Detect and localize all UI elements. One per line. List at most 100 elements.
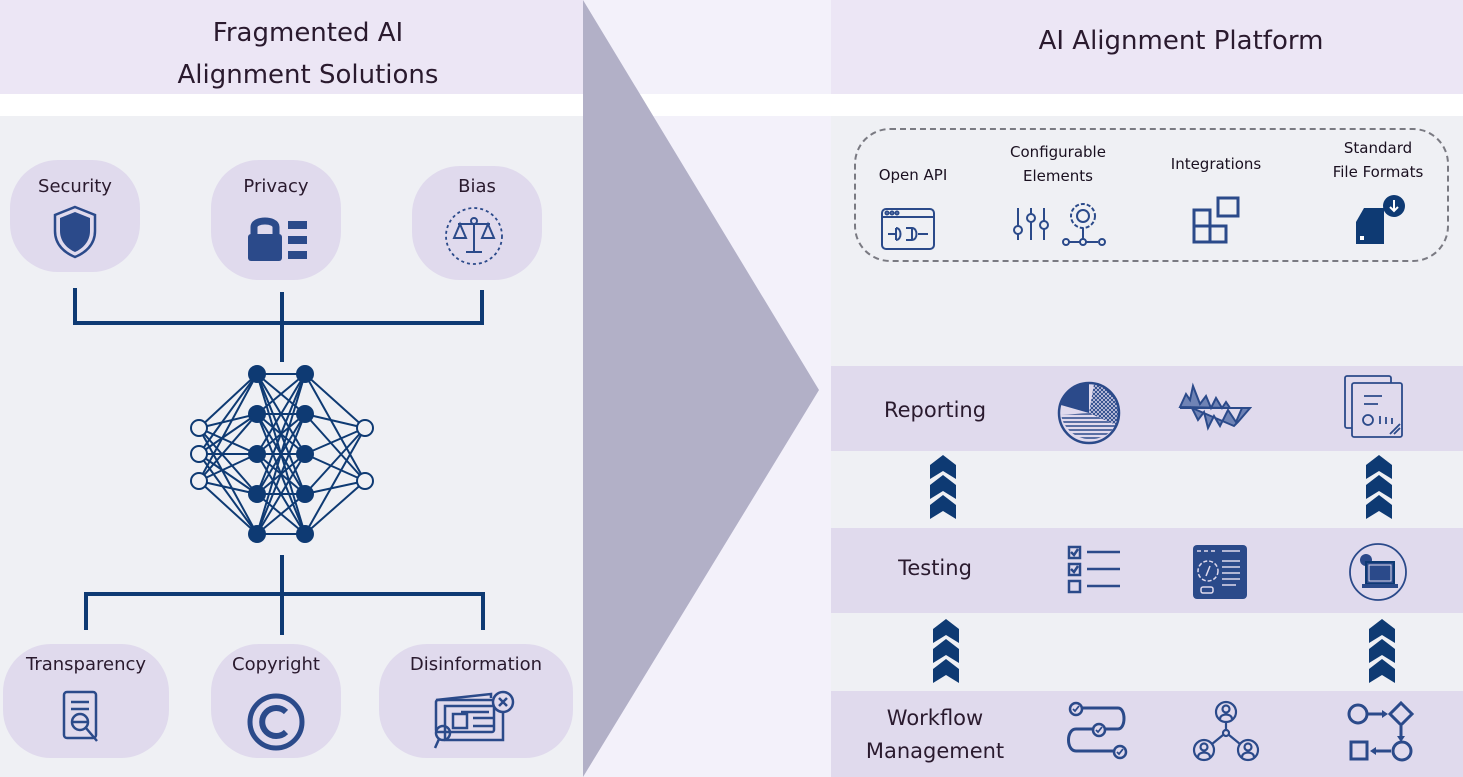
feature-standard-file-formats: Standard File Formats xyxy=(1318,136,1438,184)
layer-label: Reporting xyxy=(883,398,987,422)
chevron-up-shape xyxy=(1369,619,1395,643)
pie-chart-icon xyxy=(1057,381,1121,445)
feature-label: File Formats xyxy=(1332,163,1424,181)
nn-node xyxy=(190,445,208,463)
neural-network-icon xyxy=(190,365,374,543)
nn-node xyxy=(296,405,314,423)
nn-edge xyxy=(198,453,258,482)
chevron-up-shape xyxy=(930,475,956,499)
right-header-bar xyxy=(831,0,1463,94)
left-title-line1: Fragmented AI xyxy=(212,18,404,48)
connector-lines xyxy=(73,288,485,635)
nn-node xyxy=(296,485,314,503)
category-disinformation: Disinformation xyxy=(379,644,573,758)
nn-edge xyxy=(256,493,306,535)
nn-edge xyxy=(256,373,306,415)
feature-label: Configurable xyxy=(1010,143,1106,161)
nn-edge xyxy=(304,480,366,495)
process-steps-icon xyxy=(1067,701,1128,760)
feature-label: Standard xyxy=(1343,139,1413,157)
nn-edge xyxy=(304,480,366,535)
layer-label-line1: Workflow xyxy=(886,706,984,730)
nn-edge xyxy=(198,413,258,429)
fake-news-icon xyxy=(433,690,515,749)
left-header-bar xyxy=(0,0,583,94)
category-transparency: Transparency xyxy=(3,644,169,758)
api-plug-icon xyxy=(881,208,935,250)
nn-edge xyxy=(198,413,258,482)
feature-integrations: Integrations xyxy=(1156,152,1276,176)
chevron-up-shape xyxy=(1369,639,1395,663)
nn-edge xyxy=(304,413,366,429)
chevron-up-shape xyxy=(930,495,956,519)
feature-label: Open API xyxy=(878,166,948,184)
nn-edge xyxy=(256,413,306,535)
category-bias: Bias xyxy=(412,166,542,280)
chevron-up-shape xyxy=(1369,659,1395,683)
category-label: Transparency xyxy=(25,654,147,675)
right-panel-title: AI Alignment Platform xyxy=(1038,26,1324,56)
nn-edge xyxy=(198,373,258,429)
left-title-line2: Alignment Solutions xyxy=(177,60,439,90)
category-security: Security xyxy=(10,160,140,272)
category-label: Copyright xyxy=(232,654,320,675)
category-privacy: Privacy xyxy=(211,160,341,280)
nn-edge xyxy=(256,453,306,535)
chevron-up-shape xyxy=(1366,495,1392,519)
nn-edge xyxy=(198,453,258,535)
nn-node xyxy=(190,472,208,490)
lock-list-icon xyxy=(248,217,307,261)
nn-node xyxy=(248,445,266,463)
nn-edge xyxy=(256,373,306,535)
nn-node xyxy=(248,485,266,503)
nn-node xyxy=(190,419,208,437)
feature-configurable-elements: Configurable Elements xyxy=(993,140,1123,188)
team-network-icon xyxy=(1192,700,1260,762)
file-download-icon xyxy=(1356,195,1405,244)
category-label: Privacy xyxy=(243,176,309,197)
chevron-up-shape xyxy=(930,455,956,479)
code-settings-icon xyxy=(1193,545,1247,599)
nn-node xyxy=(296,365,314,383)
nn-edge xyxy=(304,373,366,482)
chevron-up-stack-icon xyxy=(933,619,959,683)
nn-edge xyxy=(304,373,366,429)
layer-label: Testing xyxy=(898,556,972,580)
nn-node xyxy=(248,365,266,383)
nn-node xyxy=(356,419,374,437)
chevron-up-shape xyxy=(933,619,959,643)
feature-label: Integrations xyxy=(1170,155,1262,173)
nn-edge xyxy=(256,373,306,455)
feature-box xyxy=(854,128,1449,262)
nn-edge xyxy=(304,427,366,495)
nn-node xyxy=(296,445,314,463)
category-label: Security xyxy=(38,176,112,197)
copyright-icon xyxy=(247,693,305,751)
category-copyright: Copyright xyxy=(211,644,341,758)
nn-edge xyxy=(304,413,366,482)
wave-chart-icon xyxy=(1178,382,1252,431)
layer-label-line2: Management xyxy=(865,739,1005,763)
header-divider xyxy=(0,94,1463,116)
blocks-icon xyxy=(1192,196,1240,244)
nn-edge xyxy=(198,413,258,455)
nn-edge xyxy=(198,453,258,495)
chevron-up-shape xyxy=(933,639,959,663)
nn-edge xyxy=(198,427,258,455)
scales-icon xyxy=(445,207,503,265)
feature-open-api: Open API xyxy=(863,163,963,187)
nn-edge xyxy=(198,480,258,495)
layer-label: Workflow Management xyxy=(840,702,1030,768)
chevron-up-stack-icon xyxy=(1369,619,1395,683)
left-panel-title: Fragmented AI Alignment Solutions xyxy=(0,12,616,96)
laptop-gear-icon xyxy=(1349,543,1407,601)
chevron-up-stack-icon xyxy=(1366,455,1392,519)
nn-edge xyxy=(198,427,258,535)
nn-node xyxy=(296,525,314,543)
chevron-up-shape xyxy=(1366,475,1392,499)
flowchart-icon xyxy=(1347,700,1415,762)
feature-label: Elements xyxy=(1023,167,1093,185)
nn-edge xyxy=(304,453,366,482)
chevron-up-stack-icon xyxy=(930,455,956,519)
category-label: Disinformation xyxy=(409,654,543,675)
